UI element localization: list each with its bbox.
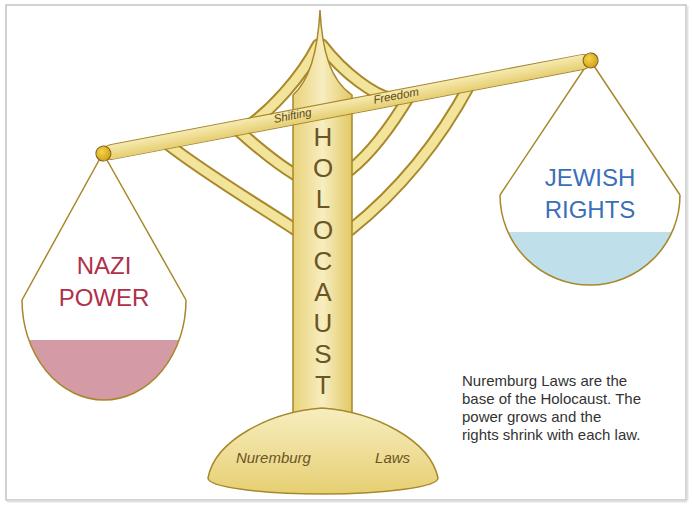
pillar: HOLOCAUST — [290, 8, 356, 443]
pan: JEWISH RIGHTS — [494, 54, 686, 290]
text-holder: Nuremburg Laws — [204, 449, 442, 469]
pan: NAZI POWER — [16, 146, 194, 404]
text-holder: HOLOCAUST — [308, 122, 338, 407]
note-text: Nuremburg Laws are the base of the Holoc… — [462, 372, 642, 444]
base-dome-text: Nuremburg Laws — [204, 449, 442, 467]
pillar-text: HOLOCAUST — [310, 122, 336, 401]
pan-text: JEWISH RIGHTS — [530, 162, 650, 226]
pan-text: NAZI POWER — [44, 250, 164, 314]
base-dome: Nuremburg Laws — [204, 404, 442, 498]
text-holder: JEWISH RIGHTS — [530, 162, 650, 228]
text-holder: NAZI POWER — [44, 250, 164, 318]
